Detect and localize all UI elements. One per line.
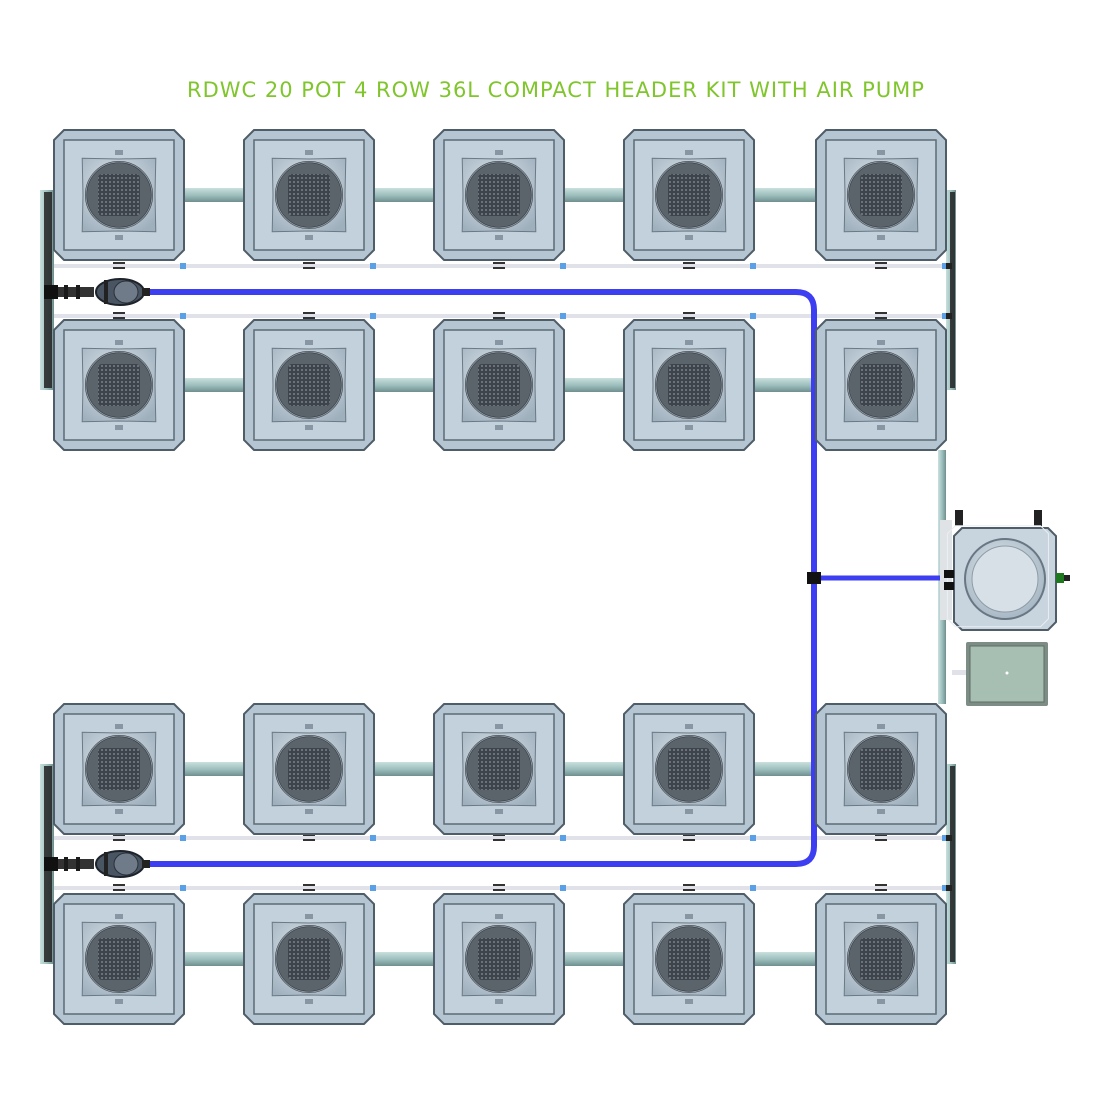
diagram-title: RDWC 20 POT 4 ROW 36L COMPACT HEADER KIT… [187, 78, 925, 102]
air-fitting [560, 263, 566, 269]
pot-icon [243, 703, 375, 835]
air-line [54, 886, 950, 890]
air-pump-icon [952, 642, 1048, 706]
pot-icon [623, 893, 755, 1025]
pot-icon [53, 129, 185, 261]
air-fitting [180, 313, 186, 319]
air-fitting [560, 835, 566, 841]
header-pipe-segment [750, 378, 820, 392]
air-fitting [750, 263, 756, 269]
air-fitting [560, 885, 566, 891]
air-line [54, 264, 950, 268]
pot-icon [243, 319, 375, 451]
header-pipe-segment [560, 188, 628, 202]
air-fitting [750, 885, 756, 891]
air-fitting [370, 885, 376, 891]
feed-line-bottom [148, 578, 817, 867]
control-bucket-icon [940, 510, 1070, 631]
pot-icon [815, 703, 947, 835]
pump-icon [44, 850, 150, 878]
air-fitting [180, 263, 186, 269]
tee-fitting [807, 572, 821, 584]
header-pipe-segment [180, 378, 248, 392]
pot-icon [53, 319, 185, 451]
air-fitting [942, 313, 948, 319]
header-pipe-segment [180, 762, 248, 776]
pump-icon [44, 278, 150, 306]
air-fitting [942, 885, 948, 891]
header-pipe-segment [370, 188, 438, 202]
feed-line-top [148, 289, 817, 578]
pot-icon [815, 893, 947, 1025]
header-pipe-segment [180, 952, 248, 966]
air-fitting [370, 263, 376, 269]
header-pipe-segment [180, 188, 248, 202]
air-fitting [180, 835, 186, 841]
header-pipe-segment [560, 762, 628, 776]
pot-icon [433, 703, 565, 835]
air-fitting [942, 263, 948, 269]
header-pipe-segment [750, 188, 820, 202]
header-pipe-segment [560, 952, 628, 966]
air-fitting [750, 835, 756, 841]
air-line [54, 314, 950, 318]
air-fitting [942, 835, 948, 841]
pot-icon [433, 893, 565, 1025]
water-feed-lines [148, 289, 946, 867]
header-pipe-segment [750, 952, 820, 966]
pot-icon [243, 893, 375, 1025]
pot-icon [433, 129, 565, 261]
air-fitting [370, 835, 376, 841]
pot-icon [53, 703, 185, 835]
header-pipe-segment [370, 762, 438, 776]
header-pipe-segment [750, 762, 820, 776]
air-line [54, 836, 950, 840]
air-fitting [180, 885, 186, 891]
pot-icon [243, 129, 375, 261]
pots-grid [53, 129, 947, 1025]
pot-icon [623, 703, 755, 835]
pot-icon [53, 893, 185, 1025]
pot-icon [433, 319, 565, 451]
header-pipe-segment [370, 378, 438, 392]
pot-icon [623, 319, 755, 451]
air-fitting [370, 313, 376, 319]
air-fitting [750, 313, 756, 319]
header-pipes [180, 188, 820, 966]
header-pipe-segment [370, 952, 438, 966]
pot-icon [815, 129, 947, 261]
air-fitting [560, 313, 566, 319]
pot-icon [623, 129, 755, 261]
header-pipe-segment [560, 378, 628, 392]
header-pumps [44, 278, 150, 878]
pot-icon [815, 319, 947, 451]
